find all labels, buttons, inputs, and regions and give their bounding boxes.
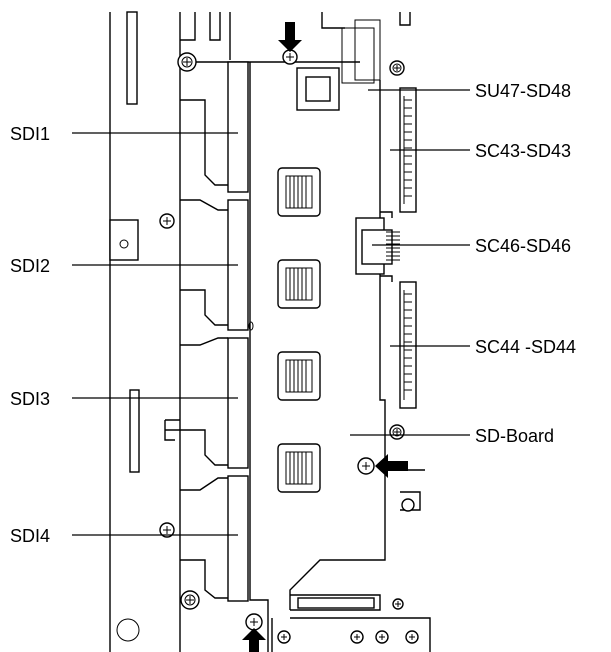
arrow-icon: [278, 22, 302, 52]
sd-board: [229, 12, 431, 652]
arrow-icon: [242, 628, 266, 652]
label-sdi1: SDI1: [10, 124, 50, 144]
screw-icon: [389, 424, 405, 440]
screw-icon: [375, 630, 389, 644]
screw-icon: [401, 498, 415, 512]
screw-icon: [180, 590, 200, 610]
label-sd-board: SD-Board: [475, 426, 554, 446]
heatsink-icon: [277, 351, 321, 401]
leader-lines: [72, 89, 470, 536]
board-connectors: [355, 87, 417, 409]
label-su47-sd48: SU47-SD48: [475, 81, 571, 101]
label-sc43-sd43: SC43-SD43: [475, 141, 571, 161]
screw-icon: [159, 213, 175, 229]
heatsinks: [277, 67, 340, 493]
label-sdi4: SDI4: [10, 526, 50, 546]
screw-icon: [177, 52, 197, 72]
screw-icon: [357, 457, 375, 475]
screw-icon: [277, 630, 291, 644]
labels: SDI1 SDI2 SDI3 SDI4 SU47-SD48 SC43-SD43 …: [10, 81, 576, 546]
label-sdi2: SDI2: [10, 256, 50, 276]
screw-icon: [392, 598, 404, 610]
sdi-connectors: [164, 61, 254, 602]
connector-icon: [355, 217, 400, 275]
arrows: [242, 22, 408, 652]
screw-icon: [389, 60, 405, 76]
heatsink-icon: [277, 167, 321, 217]
label-sc46-sd46: SC46-SD46: [475, 236, 571, 256]
screw-icon: [405, 630, 419, 644]
connector-icon: [399, 281, 417, 409]
label-sc44-sd44: SC44 -SD44: [475, 337, 576, 357]
chassis-frame: [109, 11, 360, 652]
screw-icon: [350, 630, 364, 644]
arrow-icon: [375, 454, 408, 478]
screw-icon: [245, 613, 263, 631]
screw-icon: [282, 49, 298, 65]
heatsink-icon: [277, 443, 321, 493]
label-sdi3: SDI3: [10, 389, 50, 409]
screw-icon: [159, 522, 175, 538]
heatsink-icon: [277, 259, 321, 309]
